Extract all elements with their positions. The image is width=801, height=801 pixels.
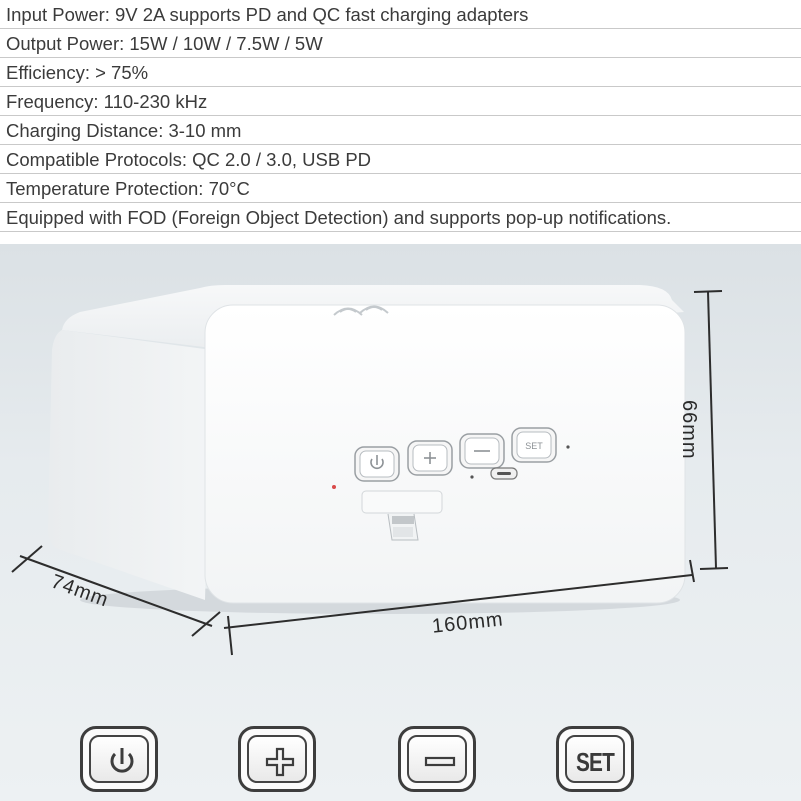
phone-stand [361,490,443,541]
spec-row-fod: Equipped with FOD (Foreign Object Detect… [0,203,801,232]
set-button-closeup: SET [556,726,634,792]
device-minus-button [459,433,505,469]
power-button-closeup [80,726,158,792]
minus-button-closeup [398,726,476,792]
plus-icon [265,747,295,777]
spec-row-output-power: Output Power: 15W / 10W / 7.5W / 5W [0,29,801,58]
spec-row-input-power: Input Power: 9V 2A supports PD and QC fa… [0,0,801,29]
height-dimension-line [693,290,729,570]
width-dimension-line [223,559,695,656]
svg-text:SET: SET [525,441,543,451]
spec-row-protocols: Compatible Protocols: QC 2.0 / 3.0, USB … [0,145,801,174]
device-power-button [354,446,400,482]
indicator-led-mid [470,475,474,479]
height-dimension-label: 66mm [678,400,700,460]
spec-table: Input Power: 9V 2A supports PD and QC fa… [0,0,801,244]
spec-row-temperature: Temperature Protection: 70°C [0,174,801,203]
set-button-label: SET [575,747,615,777]
plus-button-closeup [238,726,316,792]
spec-row-efficiency: Efficiency: > 75% [0,58,801,87]
indicator-led-left [332,485,336,489]
device-plus-button [407,440,453,476]
device-set-button: SET [511,427,557,463]
depth-dimension-line [11,545,221,637]
power-icon [110,748,134,773]
wireless-charging-icon [333,305,389,316]
spec-row-charging-distance: Charging Distance: 3-10 mm [0,116,801,145]
indicator-led-right [566,445,570,449]
product-side-face [48,330,212,600]
spec-row-frequency: Frequency: 110-230 kHz [0,87,801,116]
minus-icon [424,756,456,767]
